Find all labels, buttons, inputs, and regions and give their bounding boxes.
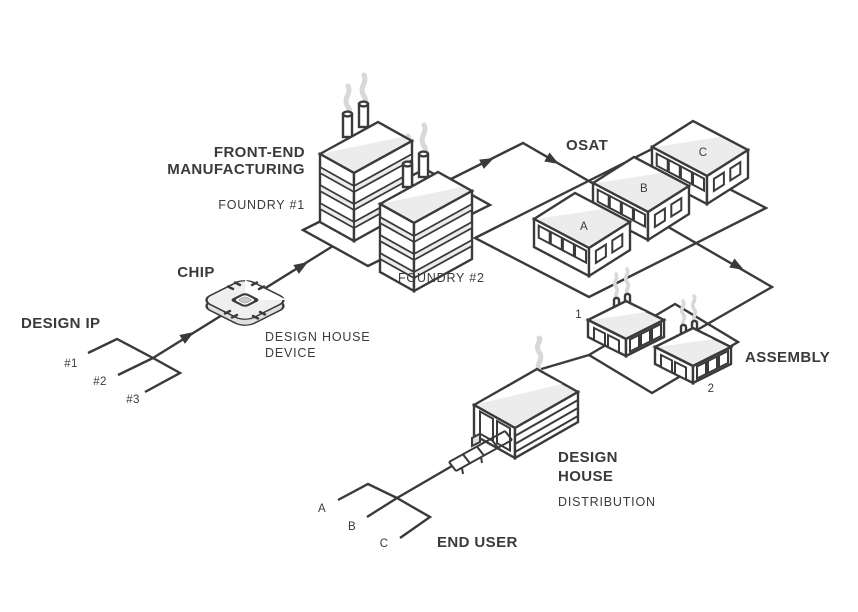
chip-caption-line1: DESIGN HOUSE [265,330,370,344]
arrowhead-icon [544,152,562,169]
buildings [318,100,750,460]
distribution-subtitle: DISTRIBUTION [558,495,656,509]
chip-device [205,280,287,326]
conveyor-ramp [448,430,513,475]
osat-title: OSAT [566,137,608,154]
labels: DESIGN IP #1 #2 #3 CHIP DESIGN HOUSE DEV… [21,137,830,551]
end-user-title: END USER [437,534,518,551]
end-user-item-c: C [380,538,389,550]
end-user-item-a: A [318,503,326,515]
front-end-title-line1: FRONT-END [214,144,305,161]
distribution-title-line1: DESIGN [558,449,618,466]
chip-pins [223,281,267,320]
assembly-building-2-label: 2 [708,383,715,395]
design-ip-item-1: #1 [64,358,77,370]
design-house-to-end-user-line [337,464,453,539]
design-ip-to-foundry-line [87,244,334,394]
foundry-1-label: FOUNDRY #1 [218,198,305,212]
chip-title: CHIP [177,264,214,281]
design-ip-title: DESIGN IP [21,315,100,332]
arrowhead-icon [179,327,197,344]
foundry-2-label: FOUNDRY #2 [398,271,485,285]
arrowhead-icon [479,153,497,169]
distribution-title-line2: HOUSE [558,468,613,485]
chip-top-highlight [245,280,287,300]
arrowhead-icon [293,257,311,274]
design-house-building [470,367,580,460]
osat-building-c-label: C [699,147,708,159]
osat-building-a-label: A [580,221,588,233]
front-end-title-line2: MANUFACTURING [167,161,305,178]
design-ip-item-2: #2 [93,376,106,388]
chip-caption-line2: DEVICE [265,346,316,360]
assembly-title: ASSEMBLY [745,349,830,366]
assembly-building-1-label: 1 [575,309,582,321]
osat-building-b-label: B [640,183,648,195]
chip-die [238,296,252,304]
assembly-to-design-house-line [537,353,590,372]
design-ip-item-3: #3 [126,394,139,406]
end-user-item-b: B [348,521,356,533]
